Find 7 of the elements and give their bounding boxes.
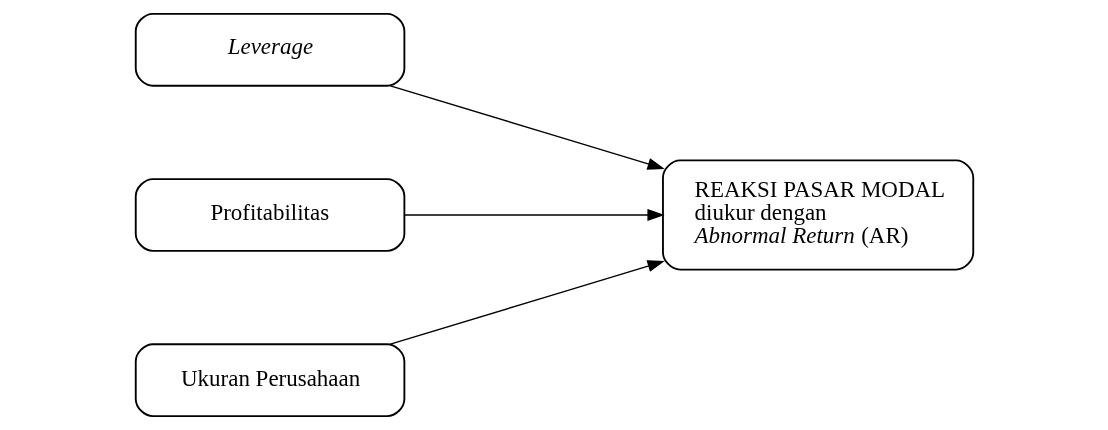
node-box: Leverage xyxy=(134,12,405,87)
arrow xyxy=(389,260,665,345)
arrow xyxy=(403,208,665,222)
arrow xyxy=(389,85,665,170)
node-box: Profitabilitas xyxy=(134,178,405,252)
node-box: Ukuran Perusahaan xyxy=(134,343,405,418)
node-box: REAKSI PASAR MODAL diukur dengan Abnormal Return (AR) xyxy=(661,159,974,271)
